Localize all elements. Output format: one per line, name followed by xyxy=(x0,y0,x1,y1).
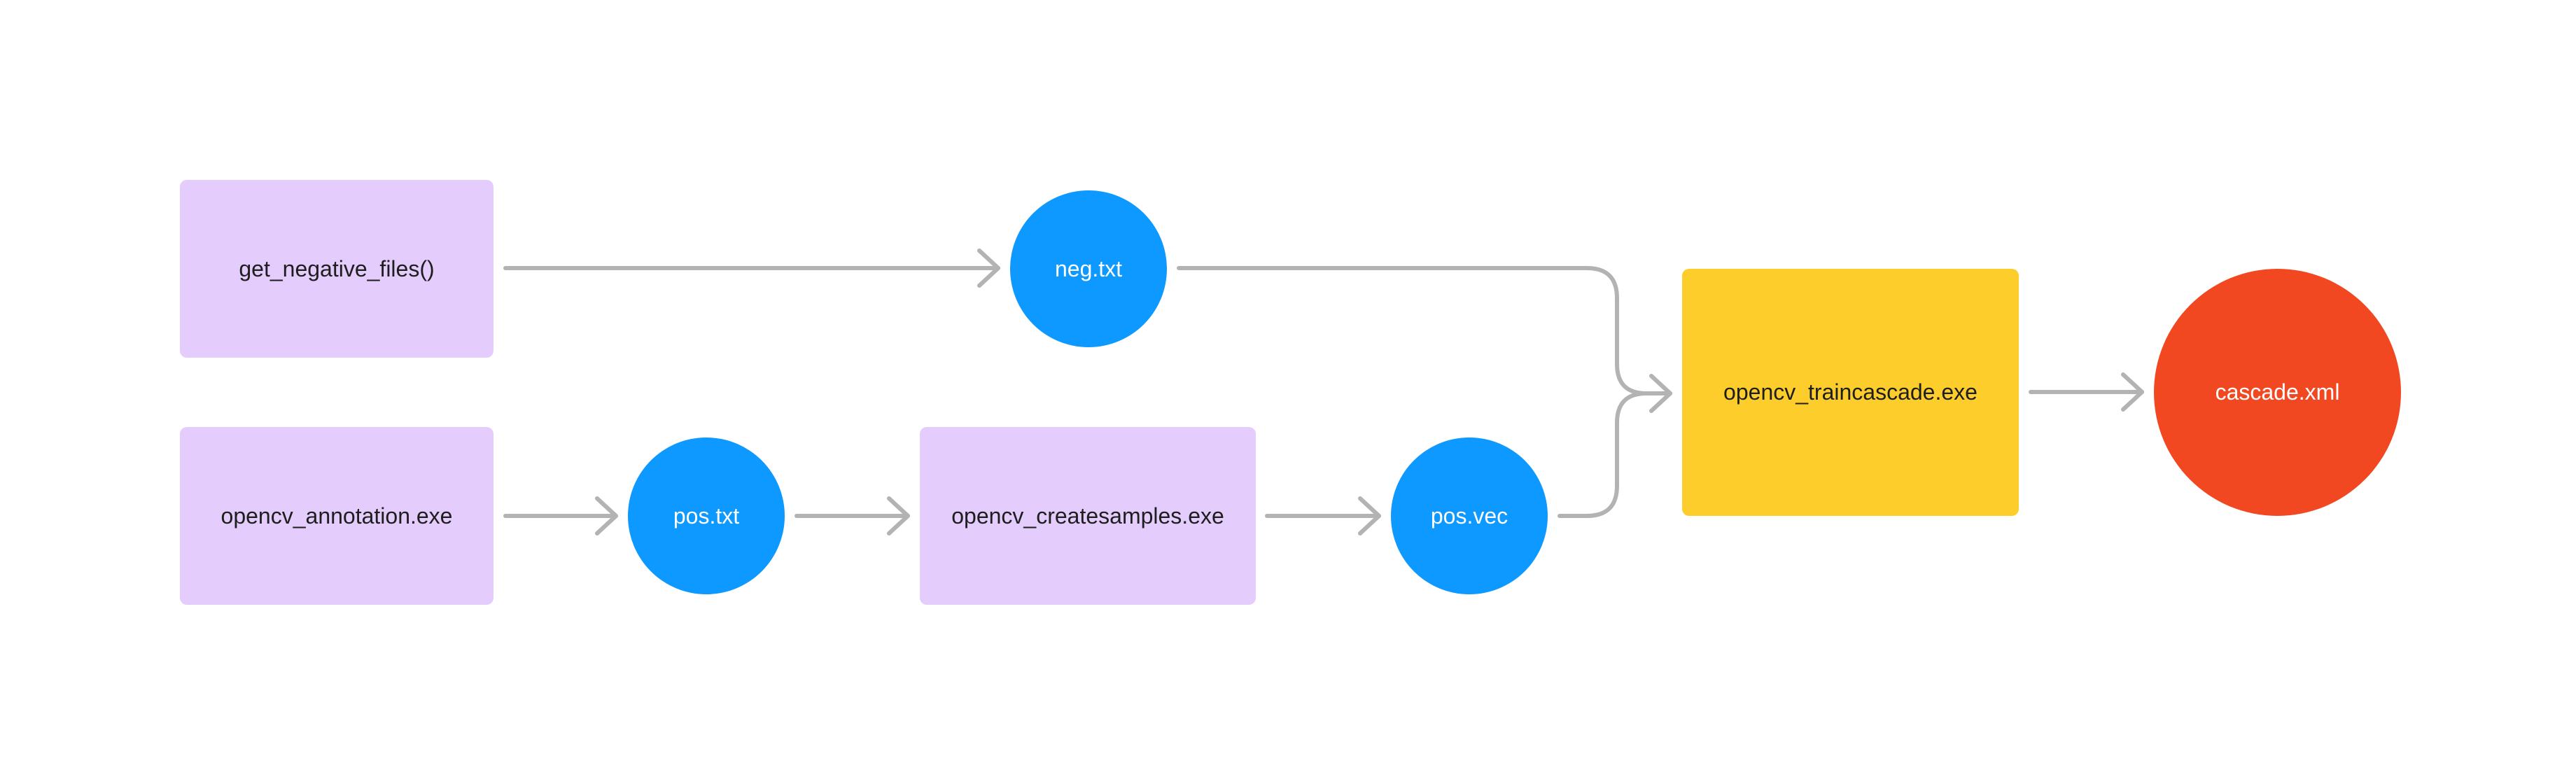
edge-get-negative-files-to-neg-txt xyxy=(503,248,1000,288)
node-label: get_negative_files() xyxy=(239,255,435,281)
node-pos-vec: pos.vec xyxy=(1391,438,1548,594)
edge-neg-txt-to-opencv-traincascade xyxy=(1177,266,1672,413)
edge-pos-vec-to-opencv-traincascade xyxy=(1558,391,1672,518)
node-label: opencv_annotation.exe xyxy=(220,503,453,528)
node-label: cascade.xml xyxy=(2215,379,2340,405)
edge-opencv-traincascade-to-cascade-xml xyxy=(2029,372,2144,412)
node-label: opencv_traincascade.exe xyxy=(1723,379,1977,405)
edge-opencv-createsamples-to-pos-vec xyxy=(1265,496,1381,536)
node-opencv-createsamples: opencv_createsamples.exe xyxy=(920,427,1256,605)
node-opencv-traincascade: opencv_traincascade.exe xyxy=(1682,269,2019,516)
edge-opencv-annotation-to-pos-txt xyxy=(503,496,618,536)
node-label: opencv_createsamples.exe xyxy=(951,503,1224,528)
node-get-negative-files: get_negative_files() xyxy=(180,180,493,358)
node-neg-txt: neg.txt xyxy=(1010,190,1167,347)
node-opencv-annotation: opencv_annotation.exe xyxy=(180,427,493,605)
node-cascade-xml: cascade.xml xyxy=(2154,269,2401,516)
edge-pos-txt-to-opencv-createsamples xyxy=(794,496,910,536)
node-label: pos.vec xyxy=(1430,503,1508,528)
node-pos-txt: pos.txt xyxy=(628,438,785,594)
node-label: pos.txt xyxy=(673,503,740,528)
node-label: neg.txt xyxy=(1054,255,1123,281)
